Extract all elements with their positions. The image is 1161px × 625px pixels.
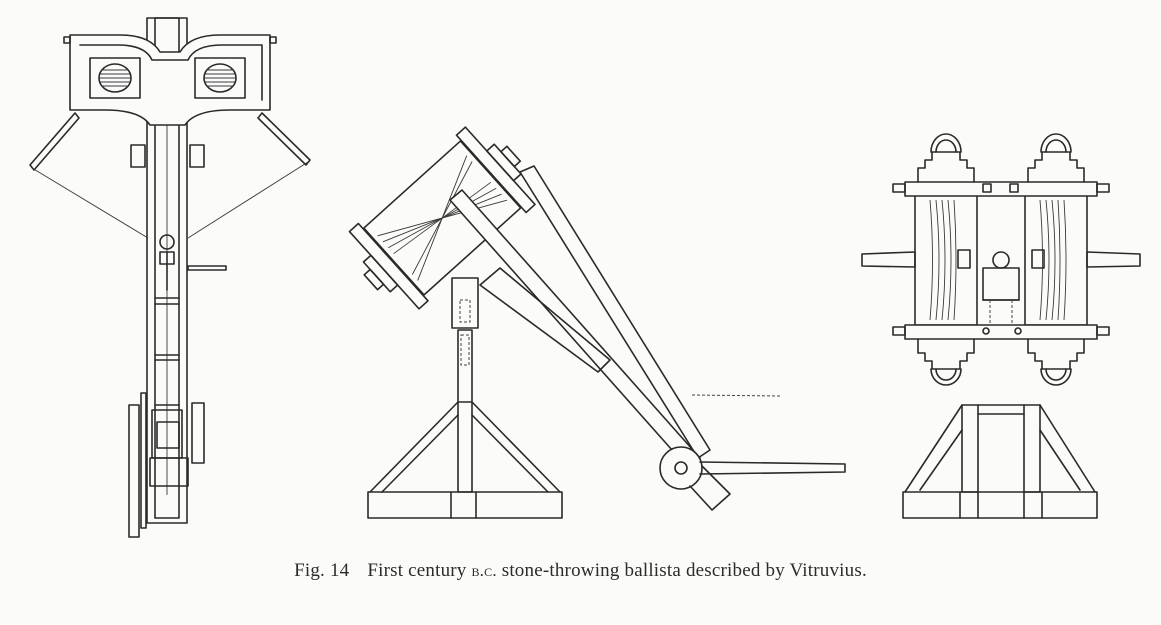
- rear-strut: [519, 165, 711, 459]
- base-platform-front: [902, 491, 1098, 519]
- arm-stub-right: [1086, 251, 1141, 268]
- caption-era: b.c.: [471, 561, 497, 580]
- cap-top-right: [1027, 151, 1085, 183]
- torsion-frame: [69, 34, 271, 126]
- caption-text-start: First century: [367, 560, 472, 581]
- windlass-handle: [128, 404, 140, 538]
- arm-right: [257, 112, 311, 166]
- tripod-legs: [369, 401, 561, 493]
- figure-caption: Fig. 14 First century b.c. stone-throwing…: [0, 560, 1161, 582]
- legs-front: [904, 404, 1096, 493]
- side-elevation-drawing: Side elevation: [348, 126, 846, 519]
- support-post: [457, 329, 473, 493]
- winch-handle: [699, 461, 846, 475]
- front-elevation-drawing: Front elevation: [861, 133, 1141, 519]
- top-crossbar: [904, 181, 1098, 197]
- windlass: [156, 421, 180, 449]
- torsion-spring-right: [194, 57, 246, 99]
- cap-bottom-left: [917, 338, 975, 370]
- ballista-illustration: Plan view (from above): [29, 17, 1141, 538]
- base-platform: [367, 491, 563, 519]
- slider-track: [154, 17, 180, 519]
- bottom-crossbar: [904, 324, 1098, 340]
- spring-bundle-left: [914, 194, 978, 326]
- caption-text-end: stone-throwing ballista described by Vit…: [496, 560, 867, 581]
- bowstring-right: [187, 161, 309, 239]
- cap-bottom-right: [1027, 338, 1085, 370]
- arm-stub-left: [861, 251, 916, 268]
- stone-ball-front: [992, 251, 1010, 269]
- torsion-spring-left: [89, 57, 141, 99]
- spring-bundle-right: [1024, 194, 1088, 326]
- figure-number: Fig. 14: [294, 560, 350, 581]
- trigger-lever: [187, 265, 227, 271]
- winch-wheel: [659, 446, 703, 490]
- washer-nut-right: [500, 145, 522, 168]
- bowstring-left: [31, 167, 149, 239]
- cap-top-left: [917, 151, 975, 183]
- stone-ball: [159, 234, 175, 250]
- arm-left: [29, 112, 80, 171]
- washer-nut-left: [363, 268, 385, 291]
- plan-view-drawing: Plan view (from above): [29, 17, 311, 538]
